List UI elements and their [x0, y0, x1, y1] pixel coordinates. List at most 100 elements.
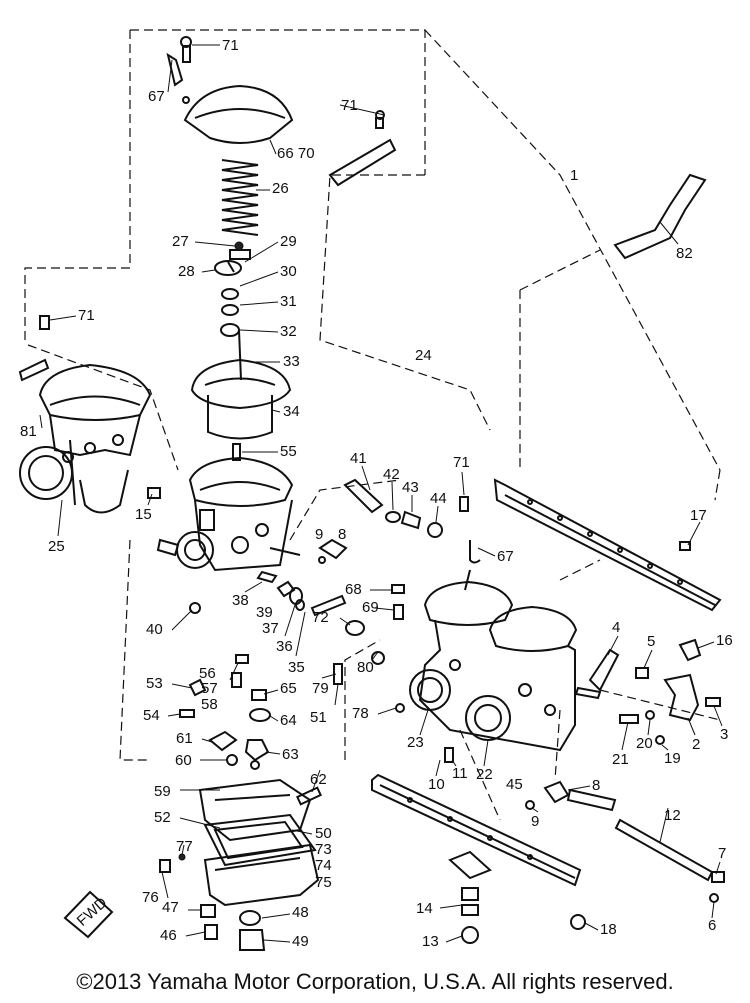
callout-35: 35: [288, 659, 305, 676]
callout-9: 9: [315, 526, 323, 543]
callout-28: 28: [178, 263, 195, 280]
float-bowl: [203, 843, 320, 907]
fwd-badge: FWD: [63, 890, 114, 939]
callout-6: 6: [708, 917, 716, 934]
assembly-boundary-lines: [24, 29, 721, 821]
bowl-gasket: [203, 813, 317, 867]
callout-71: 71: [222, 37, 239, 54]
callout-76: 76: [142, 889, 159, 906]
callout-77: 77: [176, 838, 193, 855]
left-carburetor: [18, 315, 161, 514]
callout-67: 67: [497, 548, 514, 565]
callout-82: 82: [676, 245, 693, 262]
callout-4: 4: [612, 619, 620, 636]
linkage-rails: [318, 478, 725, 944]
callout-14: 14: [416, 900, 433, 917]
callout-81: 81: [20, 423, 37, 440]
callout-19: 19: [664, 750, 681, 767]
callout-31: 31: [280, 293, 297, 310]
callout-24: 24: [415, 347, 432, 364]
callout-71: 71: [78, 307, 95, 324]
callout-61: 61: [176, 730, 193, 747]
callout-73: 73: [315, 841, 332, 858]
callout-63: 63: [282, 746, 299, 763]
callout-46: 46: [160, 927, 177, 944]
callout-22: 22: [476, 766, 493, 783]
callout-45: 45: [506, 776, 523, 793]
callout-60: 60: [175, 752, 192, 769]
callout-79: 79: [312, 680, 329, 697]
callout-44: 44: [430, 490, 447, 507]
callout-3: 3: [720, 726, 728, 743]
callout-25: 25: [48, 538, 65, 555]
callout-80: 80: [357, 659, 374, 676]
callout-36: 36: [276, 638, 293, 655]
callout-33: 33: [283, 353, 300, 370]
callout-27: 27: [172, 233, 189, 250]
callout-17: 17: [690, 507, 707, 524]
callout-41: 41: [350, 450, 367, 467]
right-carburetor-pair: [333, 540, 578, 763]
callout-48: 48: [292, 904, 309, 921]
callout-66-70: 66 70: [277, 145, 315, 162]
callout-13: 13: [422, 933, 439, 950]
center-carburetor-body: [156, 456, 365, 770]
jet-needle: [238, 329, 242, 381]
throttle-rod: [614, 818, 714, 882]
carburetor-exploded-diagram: FWD: [18, 29, 733, 951]
callout-37: 37: [262, 620, 279, 637]
callout-26: 26: [272, 180, 289, 197]
callout-32: 32: [280, 323, 297, 340]
callout-55: 55: [280, 443, 297, 460]
callout-59: 59: [154, 783, 171, 800]
callout-43: 43: [402, 479, 419, 496]
callout-72: 72: [312, 609, 329, 626]
callout-50: 50: [315, 825, 332, 842]
vent-hose-82: [613, 173, 707, 260]
callout-67: 67: [148, 88, 165, 105]
callout-12: 12: [664, 807, 681, 824]
callout-30: 30: [280, 263, 297, 280]
callout-54: 54: [143, 707, 160, 724]
bracket-and-hose: [328, 110, 707, 260]
callout-11: 11: [452, 765, 468, 782]
callout-74: 74: [315, 857, 332, 874]
throttle-shaft: [343, 478, 384, 514]
callout-9: 9: [531, 813, 539, 830]
callout-78: 78: [352, 705, 369, 722]
callout-1: 1: [570, 167, 578, 184]
callout-39: 39: [256, 604, 273, 621]
callout-38: 38: [232, 592, 249, 609]
callout-29: 29: [280, 233, 297, 250]
callout-69: 69: [362, 599, 379, 616]
callout-53: 53: [146, 675, 163, 692]
callout-49: 49: [292, 933, 309, 950]
callout-20: 20: [636, 735, 653, 752]
piston-valve: [207, 395, 273, 440]
copyright-footer: ©2013 Yamaha Motor Corporation, U.S.A. A…: [76, 969, 674, 994]
callout-47: 47: [162, 899, 179, 916]
chamber-cap: [183, 84, 294, 144]
callout-labels: 71 67 66 70 71 1 26 82 27 29 28 30 31 71…: [20, 37, 733, 950]
upper-rail: [493, 478, 722, 612]
lower-rail: [371, 773, 582, 887]
callout-2: 2: [692, 736, 700, 753]
callout-58: 58: [201, 696, 218, 713]
callout-57: 57: [201, 680, 218, 697]
callout-68: 68: [345, 581, 362, 598]
callout-52: 52: [154, 809, 171, 826]
callout-71: 71: [453, 454, 470, 471]
float-bowl-group: [159, 778, 322, 951]
callout-8: 8: [338, 526, 346, 543]
diaphragm: [190, 358, 292, 410]
callout-18: 18: [600, 921, 617, 938]
spring-26: [221, 159, 259, 236]
callout-8: 8: [592, 777, 600, 794]
callout-40: 40: [146, 621, 163, 638]
callout-75: 75: [315, 874, 332, 891]
callout-64: 64: [280, 712, 297, 729]
callout-16: 16: [716, 632, 733, 649]
leader-lines: [39, 44, 723, 943]
callout-65: 65: [280, 680, 297, 697]
callout-10: 10: [428, 776, 445, 793]
